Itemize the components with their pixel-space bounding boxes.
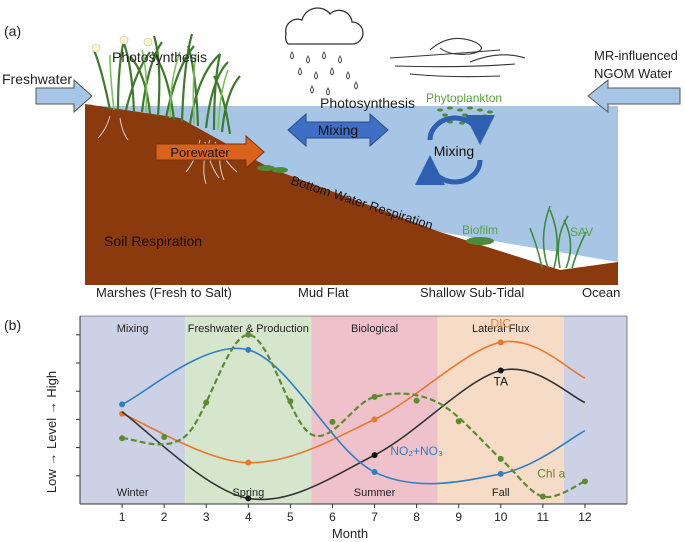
series-marker <box>372 394 378 400</box>
panel-a: (a) <box>2 8 680 300</box>
series-marker <box>245 332 251 338</box>
series-marker <box>372 416 378 422</box>
panel-b-label: (b) <box>4 317 21 333</box>
x-tick-label: 7 <box>371 510 378 524</box>
cloud-icon <box>286 8 363 44</box>
zone-label-mud-flat: Mud Flat <box>298 285 349 300</box>
x-tick-label: 11 <box>537 510 550 524</box>
x-tick-label: 2 <box>161 510 168 524</box>
season-band <box>80 316 185 504</box>
x-tick-label: 8 <box>413 510 420 524</box>
photosynthesis-marsh-label: Photosynthesis <box>112 49 207 65</box>
x-axis-label: Month <box>332 526 368 541</box>
season-name-label: Fall <box>492 487 510 499</box>
season-phase-label: Biological <box>351 323 398 335</box>
series-marker <box>287 398 293 404</box>
biofilm-patch <box>466 237 494 245</box>
mixing-horizontal-label: Mixing <box>318 122 358 138</box>
freshwater-label: Freshwater <box>2 71 72 87</box>
x-tick-label: 5 <box>287 510 294 524</box>
series-marker <box>161 434 167 440</box>
series-label: TA <box>494 375 508 389</box>
mixing-circular-label: Mixing <box>434 143 474 159</box>
soil-respiration-label: Soil Respiration <box>104 233 202 249</box>
season-band <box>311 316 437 504</box>
y-axis-label: Low → Level → High <box>44 371 59 493</box>
season-phase-label: Mixing <box>117 323 149 335</box>
photosynthesis-water-label: Photosynthesis <box>320 95 415 111</box>
season-band <box>564 316 627 504</box>
series-label: NO₂+NO₃ <box>390 444 443 458</box>
season-band <box>185 316 311 504</box>
series-marker <box>498 339 504 345</box>
ocean-input-label-line2: NGOM Water <box>594 66 673 81</box>
series-marker <box>540 493 546 499</box>
sav-label: SAV <box>570 225 593 239</box>
zone-label-marshes: Marshes (Fresh to Salt) <box>96 285 232 300</box>
series-label: Chl a <box>537 467 565 481</box>
panel-a-label: (a) <box>4 23 21 39</box>
x-tick-label: 3 <box>203 510 210 524</box>
biofilm-label: Biofilm <box>462 223 498 237</box>
series-marker <box>203 399 209 405</box>
freshwater-arrow: Freshwater <box>2 71 92 112</box>
series-marker <box>498 368 504 374</box>
series-marker <box>372 452 378 458</box>
x-tick-label: 4 <box>245 510 252 524</box>
series-marker <box>245 495 251 501</box>
ocean-input-arrow: MR-influenced NGOM Water <box>588 48 680 112</box>
x-tick-label: 10 <box>494 510 508 524</box>
series-label: DIC <box>490 316 511 330</box>
series-marker <box>245 347 251 353</box>
phytoplankton-label: Phytoplankton <box>426 91 502 105</box>
series-marker <box>498 471 504 477</box>
series-marker <box>329 419 335 425</box>
season-name-label: Winter <box>117 487 149 499</box>
series-marker <box>119 401 125 407</box>
porewater-label: Porewater <box>170 145 230 160</box>
zone-label-shallow-sub-tidal: Shallow Sub-Tidal <box>420 285 524 300</box>
series-marker <box>456 418 462 424</box>
series-marker <box>372 469 378 475</box>
zone-label-ocean: Ocean <box>582 285 620 300</box>
x-tick-label: 1 <box>119 510 126 524</box>
season-name-label: Summer <box>354 487 396 499</box>
wind-icon <box>390 38 525 76</box>
series-marker <box>582 478 588 484</box>
series-marker <box>245 460 251 466</box>
rain-icon <box>291 52 358 95</box>
series-marker <box>119 435 125 441</box>
x-tick-label: 12 <box>578 510 592 524</box>
series-marker <box>498 456 504 462</box>
ocean-input-label-line1: MR-influenced <box>594 48 678 63</box>
series-marker <box>414 398 420 404</box>
x-tick-label: 9 <box>455 510 462 524</box>
x-tick-label: 6 <box>329 510 336 524</box>
